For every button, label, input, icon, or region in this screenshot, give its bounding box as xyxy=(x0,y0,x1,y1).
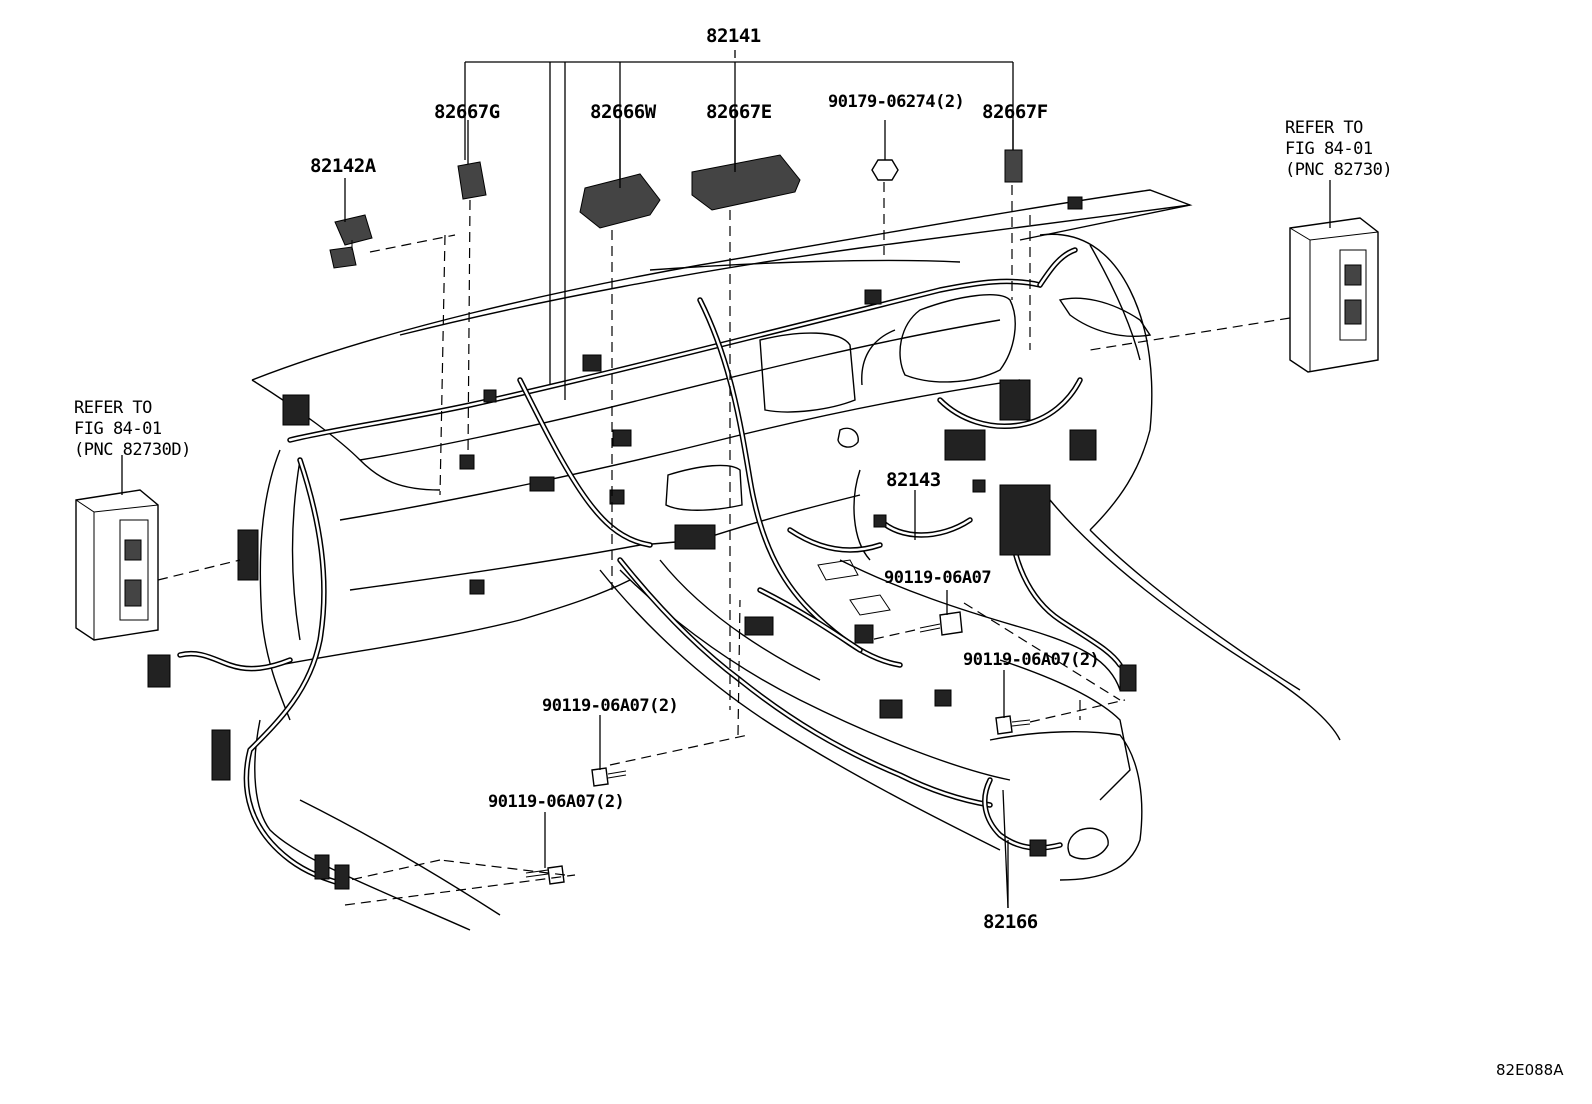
refer-right-line2: FIG 84-01 xyxy=(1285,139,1373,159)
dashed-locator-lines xyxy=(157,182,1291,906)
part-label-82166: 82166 xyxy=(983,911,1038,933)
refer-right-line3: (PNC 82730) xyxy=(1285,160,1393,180)
refer-left-line1: REFER TO xyxy=(74,398,152,418)
part-label-82667e: 82667E xyxy=(706,101,772,123)
detached-parts xyxy=(329,149,1031,885)
part-label-82143: 82143 xyxy=(886,469,941,491)
part-label-82142a: 82142A xyxy=(310,155,376,177)
drawing-code: 82E088A xyxy=(1496,1061,1564,1079)
part-label-90119-06a07-c: 90119-06A07(2) xyxy=(542,696,679,716)
part-label-82667g: 82667G xyxy=(434,101,500,123)
instrument-panel-outline xyxy=(251,189,1341,931)
part-label-90119-06a07-b: 90119-06A07(2) xyxy=(963,650,1100,670)
refer-left-line3: (PNC 82730D) xyxy=(74,440,191,460)
leader-lines xyxy=(121,50,1331,909)
bolt-icon xyxy=(525,865,565,885)
part-label-82141: 82141 xyxy=(706,25,761,47)
part-label-82667f: 82667F xyxy=(982,101,1048,123)
bolt-icon xyxy=(995,715,1031,735)
refer-right-line1: REFER TO xyxy=(1285,118,1363,138)
refer-left-line2: FIG 84-01 xyxy=(74,419,162,439)
part-label-82666w: 82666W xyxy=(590,101,656,123)
part-label-90119-06a07-d: 90119-06A07(2) xyxy=(488,792,625,812)
bolt-icon xyxy=(591,767,627,787)
ecu-module-right xyxy=(1289,217,1379,373)
part-label-90179-06274: 90179-06274(2) xyxy=(828,92,965,112)
part-label-90119-06a07-a: 90119-06A07 xyxy=(884,568,992,588)
connectors xyxy=(147,196,1137,890)
ecu-module-left xyxy=(75,489,159,641)
bolt-icon xyxy=(919,611,963,636)
